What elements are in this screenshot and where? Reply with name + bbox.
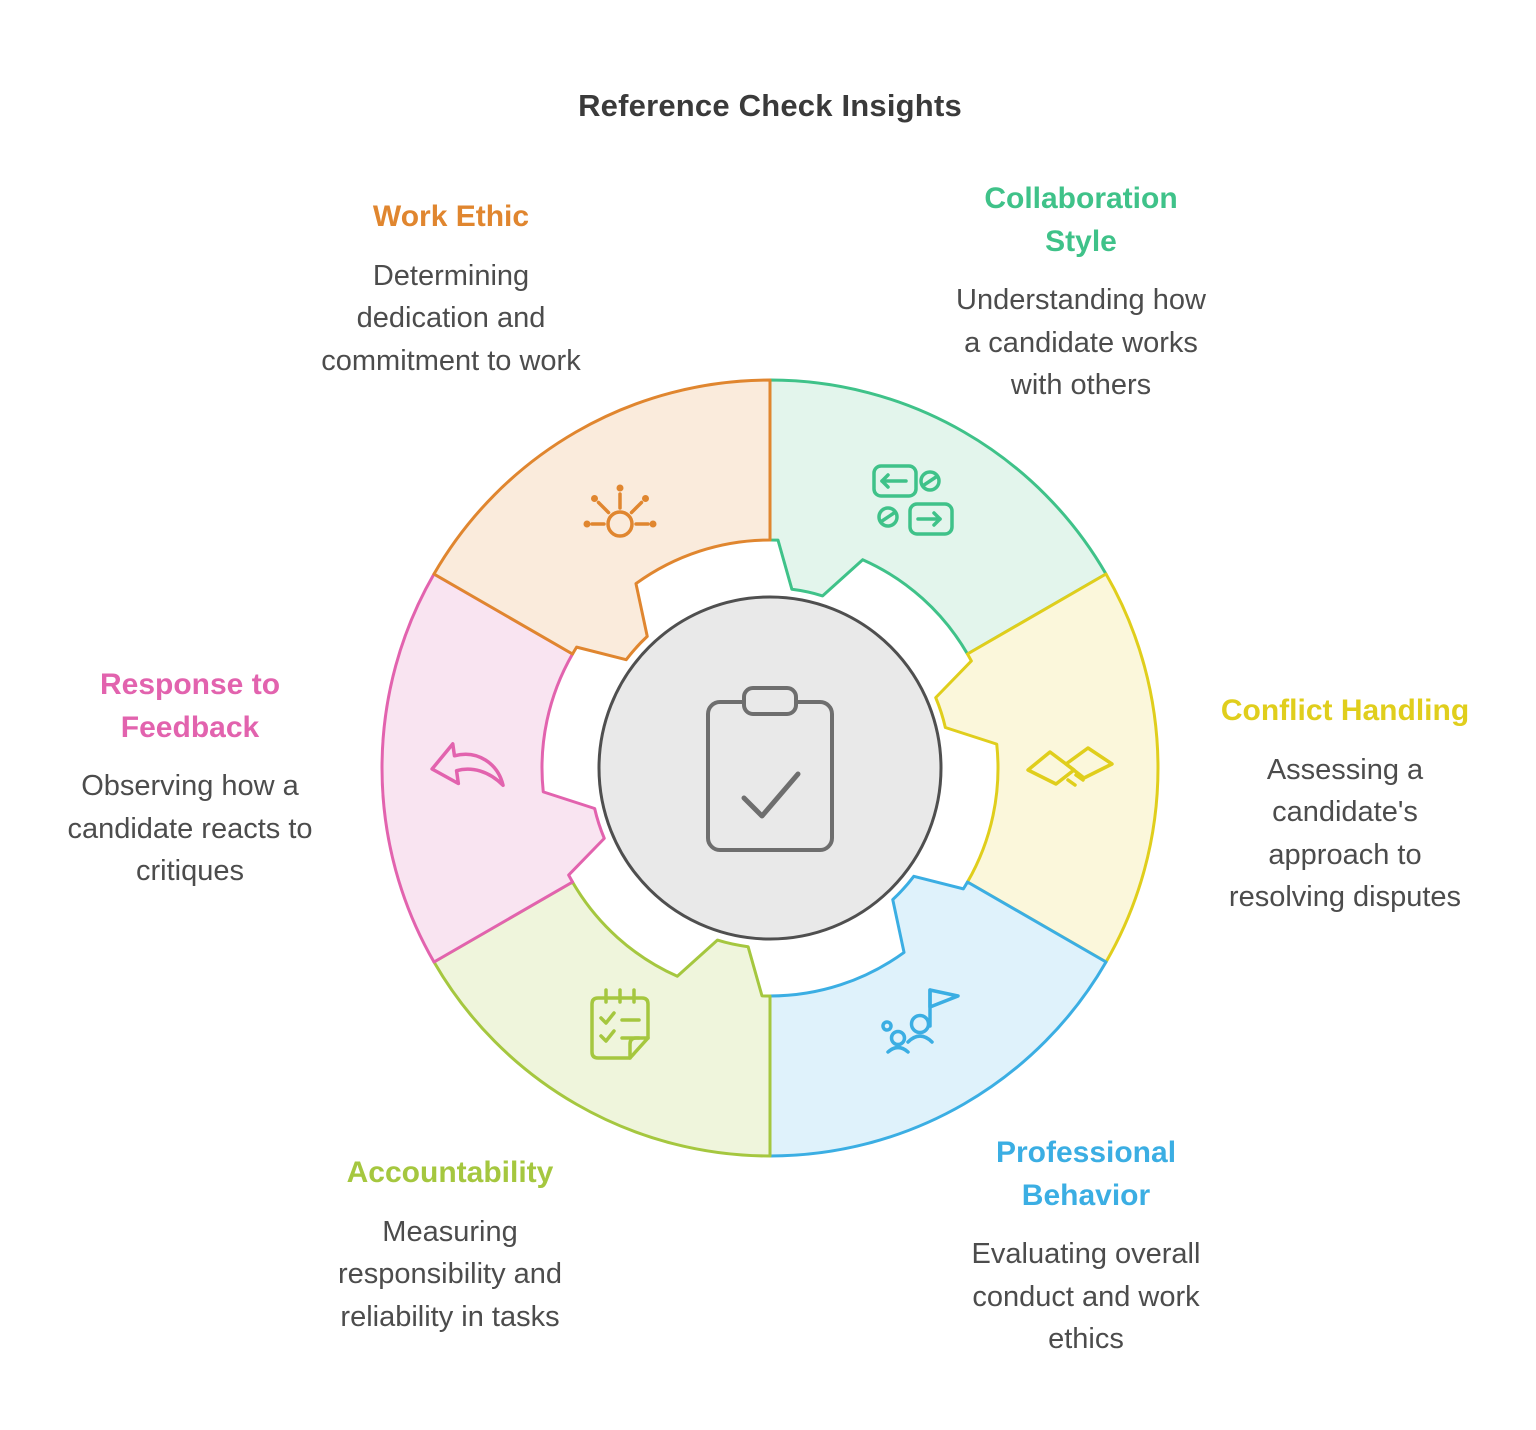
segment-description-conflict-handling: Assessing a candidate's approach to reso… xyxy=(1228,753,1462,914)
effort-burst-icon xyxy=(583,484,657,538)
segment-title-work-ethic: Work Ethic xyxy=(372,200,530,233)
label-block-response-to-feedback: Response to Feedback Observing how a can… xyxy=(58,664,322,893)
reply-arrow-icon xyxy=(430,742,505,788)
label-block-professional-behavior: Professional Behavior Evaluating overall… xyxy=(948,1132,1224,1361)
segment-description-professional-behavior: Evaluating overall conduct and work ethi… xyxy=(971,1238,1201,1356)
label-block-conflict-handling: Conflict Handling Assessing a candidate'… xyxy=(1208,690,1482,919)
segment-description-accountability: Measuring responsibility and reliability… xyxy=(337,1215,563,1333)
label-block-accountability: Accountability Measuring responsibility … xyxy=(312,1152,588,1338)
segment-title-collaboration-style: Collaboration Style xyxy=(984,182,1178,258)
label-block-collaboration-style: Collaboration Style Understanding how a … xyxy=(950,178,1212,407)
segment-description-work-ethic: Determining dedication and commitment to… xyxy=(321,259,581,377)
segment-title-professional-behavior: Professional Behavior xyxy=(995,1136,1177,1212)
chat-people-icon xyxy=(872,464,954,536)
center-hub xyxy=(597,595,943,941)
checklist-icon xyxy=(590,988,650,1060)
segment-title-conflict-handling: Conflict Handling xyxy=(1220,694,1470,727)
segment-title-response-to-feedback: Response to Feedback xyxy=(99,668,281,744)
team-flag-icon xyxy=(881,988,960,1054)
label-block-work-ethic: Work Ethic Determining dedication and co… xyxy=(320,196,582,382)
segment-title-accountability: Accountability xyxy=(346,1156,554,1189)
page-title: Reference Check Insights xyxy=(578,88,962,123)
segment-description-collaboration-style: Understanding how a candidate works with… xyxy=(956,284,1206,402)
segment-description-response-to-feedback: Observing how a candidate reacts to crit… xyxy=(67,770,313,888)
handshake-icon xyxy=(1026,746,1114,787)
clipboard-check-icon xyxy=(706,686,834,852)
